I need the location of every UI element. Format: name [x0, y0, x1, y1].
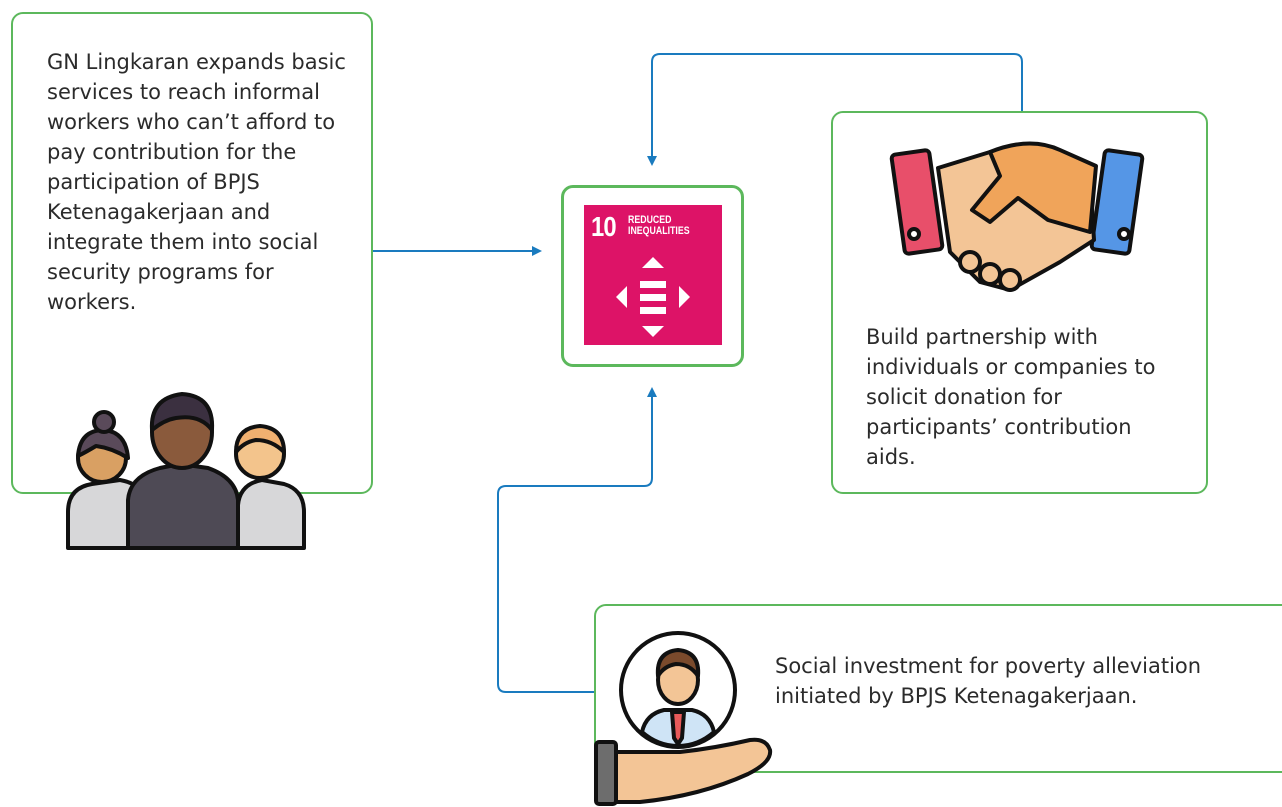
sdg-title: REDUCED INEQUALITIES: [628, 215, 702, 237]
social-investment-text: Social investment for poverty alleviatio…: [775, 654, 1202, 708]
sdg-title-line1: REDUCED: [628, 214, 672, 226]
sdg-10-tile: 10 REDUCED INEQUALITIES: [584, 205, 722, 345]
arrow-right-to-sdg: [647, 53, 1023, 166]
workers-text: GN Lingkaran expands basic services to r…: [47, 50, 346, 314]
arrow-bottom-to-sdg: [497, 387, 657, 693]
sdg-number: 10: [591, 211, 617, 242]
partnership-text: Build partnership with individuals or co…: [866, 325, 1156, 469]
sdg-title-line2: INEQUALITIES: [628, 225, 690, 237]
reduced-inequalities-icon: [616, 257, 690, 337]
